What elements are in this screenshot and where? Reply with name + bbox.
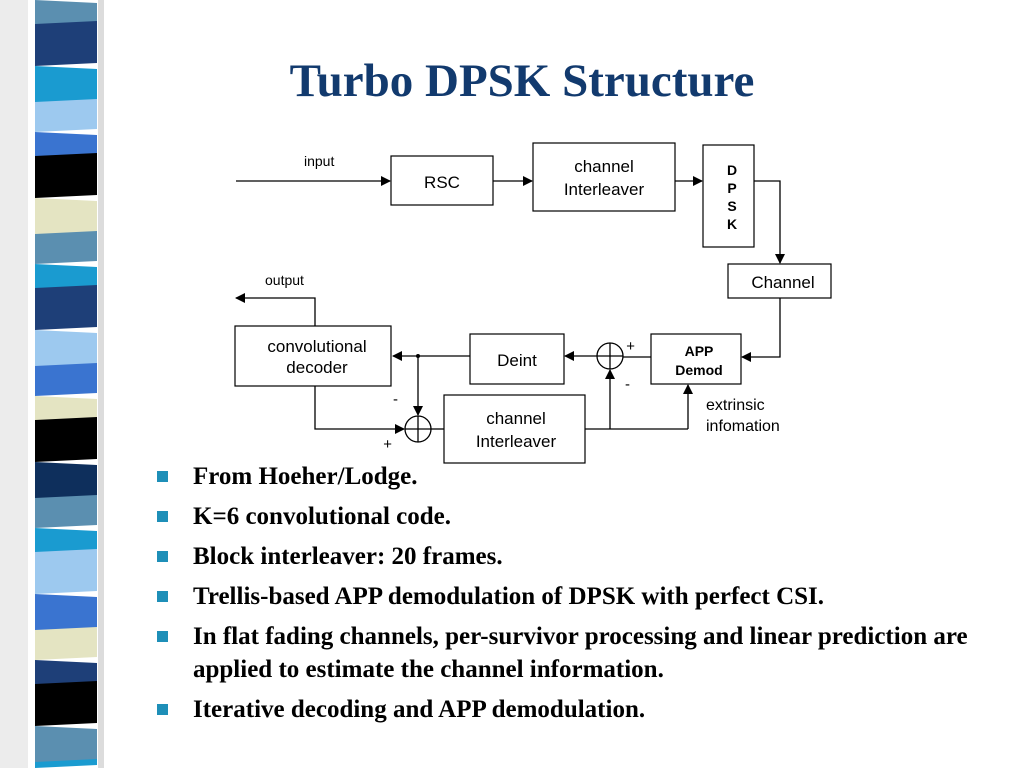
bullet-list: From Hoeher/Lodge. K=6 convolutional cod… [155,460,975,733]
dpsk-letter-p: P [727,180,736,196]
stripe-block [35,396,97,423]
square-bullet-icon [157,591,168,602]
decorative-stripe [0,0,125,768]
bullet-text: K=6 convolutional code. [193,503,452,530]
square-bullet-icon [157,631,168,642]
stripe-block [35,495,97,528]
channel-interleaver-bottom-block [443,394,586,464]
summer-right-minus: - [625,376,630,393]
channel-interleaver-bottom-line1: channel [486,409,546,428]
page-title: Turbo DPSK Structure [289,55,755,107]
turbo-dpsk-block-diagram: input RSC channel Interleaver D P S K Ch… [234,142,832,464]
bullet-item: K=6 convolutional code. [155,500,975,533]
bullet-item: In flat fading channels, per-survivor pr… [155,620,975,686]
rsc-block [390,155,494,206]
channel-interleaver-top-line2: Interleaver [564,180,645,199]
summer-left-minus: - [393,391,398,408]
bullet-text: In flat fading channels, per-survivor pr… [193,623,968,683]
stripe-block [35,153,97,198]
bullet-item: Trellis-based APP demodulation of DPSK w… [155,580,975,613]
stripe-block [35,462,97,501]
tap-junction-dot [416,354,420,358]
extrinsic-label-line1: extrinsic [706,397,765,414]
channel-interleaver-top-line1: channel [574,157,634,176]
extrinsic-label-line2: infomation [706,418,780,435]
input-label: input [304,153,334,169]
stripe-block [35,726,97,765]
square-bullet-icon [157,551,168,562]
stripe-block [35,759,97,768]
summer-left-plus: + [383,436,392,453]
convolutional-decoder-line2: decoder [286,358,348,377]
stripe-block [35,417,97,462]
stripe-block [35,549,97,594]
output-arrow [235,293,316,326]
stripe-block [35,627,97,660]
bullet-text: Iterative decoding and APP demodulation. [193,696,646,723]
dpsk-letter-k: K [727,216,737,232]
square-bullet-icon [157,704,168,715]
stripe-block [35,330,97,369]
dpsk-to-channel-arrow [754,180,785,264]
app-demod-block [650,333,742,385]
channel-interleaver-top-block [532,142,676,212]
stripe-block [35,0,97,27]
deint-label: Deint [497,351,537,370]
bullet-item: From Hoeher/Lodge. [155,460,975,493]
decoder-to-summer-left-arrow [314,386,405,434]
stripe-block [35,264,97,291]
channel-to-app-arrow [741,298,781,362]
square-bullet-icon [157,471,168,482]
convolutional-decoder-line1: convolutional [267,337,366,356]
dpsk-letter-d: D [727,162,737,178]
bullet-text: From Hoeher/Lodge. [193,463,418,490]
channel-block [727,263,832,299]
deint-block [469,333,565,385]
square-bullet-icon [157,511,168,522]
convolutional-decoder-block [234,325,392,387]
dpsk-block [702,144,755,248]
app-demod-line1: APP [685,343,714,359]
stripe-block [35,21,97,66]
channel-interleaver-bottom-line2: Interleaver [476,432,557,451]
stripe-block [35,99,97,132]
stripe-block [35,528,97,555]
dpsk-letter-s: S [727,198,736,214]
output-label: output [265,272,304,288]
bullet-text: Trellis-based APP demodulation of DPSK w… [193,583,825,610]
bullet-item: Block interleaver: 20 frames. [155,540,975,573]
channel-label: Channel [751,273,814,292]
stripe-block [35,594,97,633]
stripe-block [35,681,97,726]
stripe-block [35,66,97,105]
bullet-text: Block interleaver: 20 frames. [193,543,503,570]
stripe-block [35,285,97,330]
bullet-item: Iterative decoding and APP demodulation. [155,693,975,726]
rsc-label: RSC [424,173,460,192]
app-demod-line2: Demod [675,362,722,378]
summer-right-plus: + [626,338,635,355]
stripe-block [35,231,97,264]
stripe-block [35,363,97,396]
stripe-block [35,198,97,237]
stripe-block [35,132,97,159]
stripe-block [35,660,97,687]
